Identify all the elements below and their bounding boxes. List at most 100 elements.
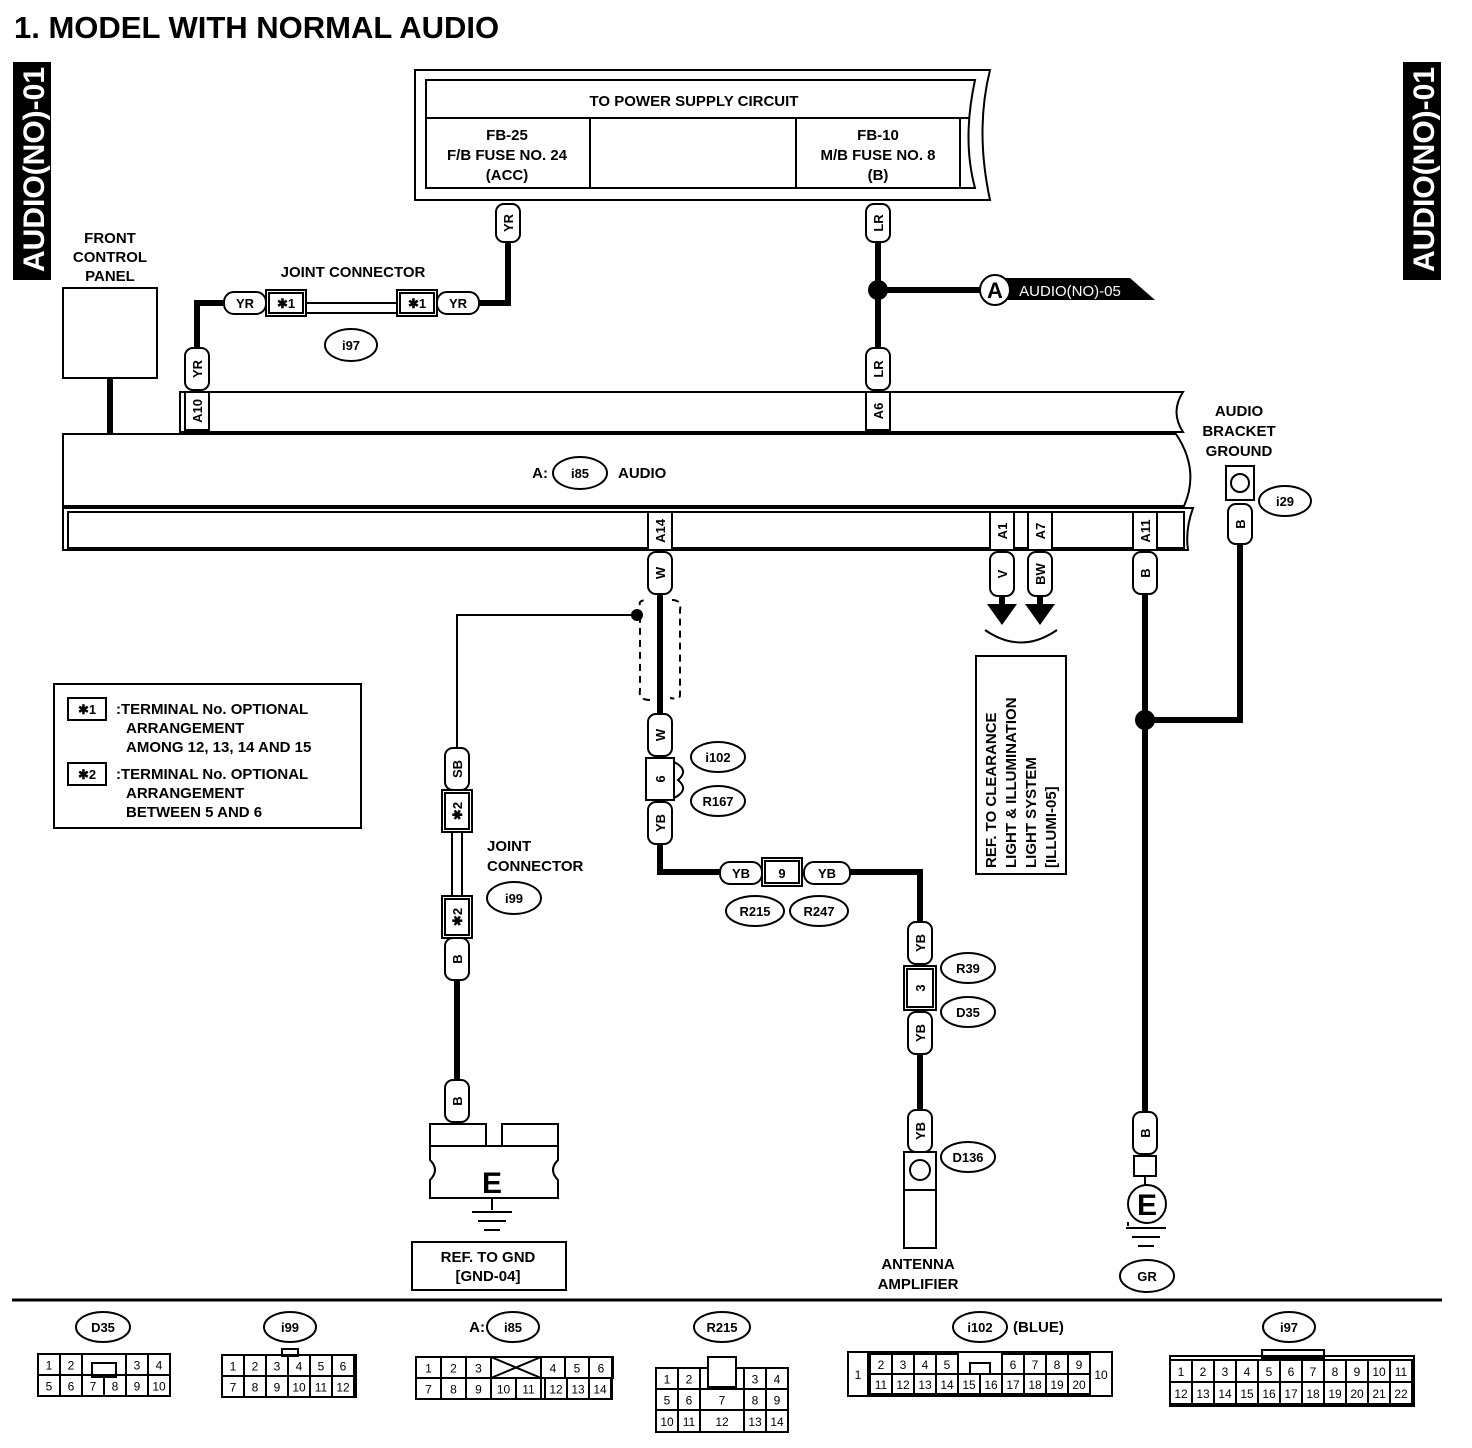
r215-pin-6: 6 [686,1394,693,1408]
svg-text:✱1: ✱1 [408,296,426,311]
i99-pin-11: 11 [315,1381,328,1395]
svg-text:ARRANGEMENT: ARRANGEMENT [126,720,244,737]
svg-text:AMPLIFIER: AMPLIFIER [878,1276,959,1293]
i99-pin-cell-12 [331,1375,355,1398]
d35-pin-10: 10 [152,1380,166,1394]
svg-text:W: W [653,728,668,741]
svg-text:YR: YR [236,296,255,311]
i99-pin-9: 9 [274,1381,281,1395]
d35-pin-9: 9 [134,1380,141,1394]
svg-text:R167: R167 [702,794,733,809]
i102-pin-15: 15 [962,1378,976,1392]
svg-text:i102: i102 [705,750,730,765]
power-right-2: M/B FUSE NO. 8 [820,147,935,164]
svg-text:B: B [1233,519,1248,528]
i102-pin-17: 17 [1006,1378,1020,1392]
svg-text:AUDIO: AUDIO [1215,403,1264,420]
svg-text:D35: D35 [956,1005,980,1020]
svg-text:AMONG 12, 13, 14 AND 15: AMONG 12, 13, 14 AND 15 [126,739,311,756]
d35-pin-4: 4 [156,1359,163,1373]
svg-text:A14: A14 [653,518,668,543]
i99-pin-3: 3 [274,1360,281,1374]
svg-text:A: A [987,278,1003,303]
svg-text:AUDIO(NO)-05: AUDIO(NO)-05 [1019,283,1121,300]
i99-pin-10: 10 [292,1381,306,1395]
i99-pin-6: 6 [340,1360,347,1374]
svg-text::TERMINAL No. OPTIONAL: :TERMINAL No. OPTIONAL [116,701,308,718]
i102-pin-10: 10 [1094,1368,1108,1382]
offpage-ref-a: A AUDIO(NO)-05 [979,274,1155,306]
i97-pin-11: 11 [1395,1365,1408,1379]
svg-text:A:: A: [532,465,548,482]
d35-pin-7: 7 [90,1380,97,1394]
d35-pin-1: 1 [46,1359,53,1373]
i97-pin-12: 12 [1174,1387,1188,1401]
face-label-i99: i99 [281,1320,299,1335]
i85-pin-8: 8 [450,1383,457,1397]
i97-pin-4: 4 [1244,1365,1251,1379]
svg-text:9: 9 [778,866,785,881]
svg-text:YB: YB [913,1024,928,1042]
svg-text:W: W [653,566,668,579]
r215-pin-9: 9 [774,1394,781,1408]
power-left-3: (ACC) [486,167,529,184]
svg-text:YB: YB [732,866,750,881]
svg-text:B: B [1138,1128,1153,1137]
i99-pin-2: 2 [252,1360,259,1374]
svg-text:GR: GR [1137,1269,1157,1284]
i102-pin-13: 13 [918,1378,932,1392]
i102-pin-2: 2 [878,1358,885,1372]
i97-pin-3: 3 [1222,1365,1229,1379]
svg-text:YR: YR [501,213,516,232]
svg-text:LIGHT SYSTEM: LIGHT SYSTEM [1023,757,1040,868]
svg-text:B: B [450,954,465,963]
i97-pin-9: 9 [1354,1365,1361,1379]
svg-text:ANTENNA: ANTENNA [881,1256,954,1273]
i97-pin-20: 20 [1350,1387,1364,1401]
i97-pin-6: 6 [1288,1365,1295,1379]
svg-text:BETWEEN 5 AND 6: BETWEEN 5 AND 6 [126,804,262,821]
i102-pin-6: 6 [1010,1358,1017,1372]
i102-pin-14: 14 [940,1378,954,1392]
svg-text:✱2: ✱2 [78,767,96,782]
d35-pin-6: 6 [68,1380,75,1394]
i97-pin-8: 8 [1332,1365,1339,1379]
svg-text:A1: A1 [995,523,1010,540]
joint1-id: i97 [342,338,360,353]
i97-pin-22: 22 [1394,1387,1408,1401]
svg-text:i99: i99 [505,891,523,906]
r215-pin-5: 5 [664,1394,671,1408]
i85-pin-5: 5 [574,1362,581,1376]
i99-pin-12: 12 [336,1381,350,1395]
i102-pin-cell-1 [847,1351,869,1397]
svg-text:[GND-04]: [GND-04] [455,1268,520,1285]
svg-text:JOINT: JOINT [487,838,531,855]
svg-text:A11: A11 [1138,519,1153,542]
front-panel-label-1: FRONT [84,230,136,247]
d35-pin-3: 3 [134,1359,141,1373]
svg-text:YB: YB [818,866,836,881]
svg-text:R247: R247 [803,904,834,919]
i102-pin-19: 19 [1050,1378,1064,1392]
side-tag-right-text: AUDIO(NO)-01 [1408,67,1441,272]
legend-box: ✱1 :TERMINAL No. OPTIONAL ARRANGEMENT AM… [53,683,362,829]
front-panel-label-2: CONTROL [73,249,147,266]
svg-text:3: 3 [913,984,928,991]
svg-text:YB: YB [653,814,668,832]
i85-pin-10: 10 [497,1383,511,1397]
i85-pin-12: 12 [549,1383,563,1397]
page-title: 1. MODEL WITH NORMAL AUDIO [14,10,499,45]
i85-pin-1: 1 [425,1362,432,1376]
r215-pin-3: 3 [752,1373,759,1387]
r215-pin-13: 13 [748,1415,762,1429]
ground-letter-left: E [482,1167,502,1200]
i102-pin-4: 4 [922,1358,929,1372]
i102-pin-12: 12 [896,1378,910,1392]
svg-text:LIGHT & ILLUMINATION: LIGHT & ILLUMINATION [1003,697,1020,868]
i102-pin-18: 18 [1028,1378,1042,1392]
svg-text:BRACKET: BRACKET [1202,423,1275,440]
svg-text:R215: R215 [739,904,770,919]
r215-pin-2: 2 [686,1373,693,1387]
svg-text:SB: SB [450,760,465,778]
